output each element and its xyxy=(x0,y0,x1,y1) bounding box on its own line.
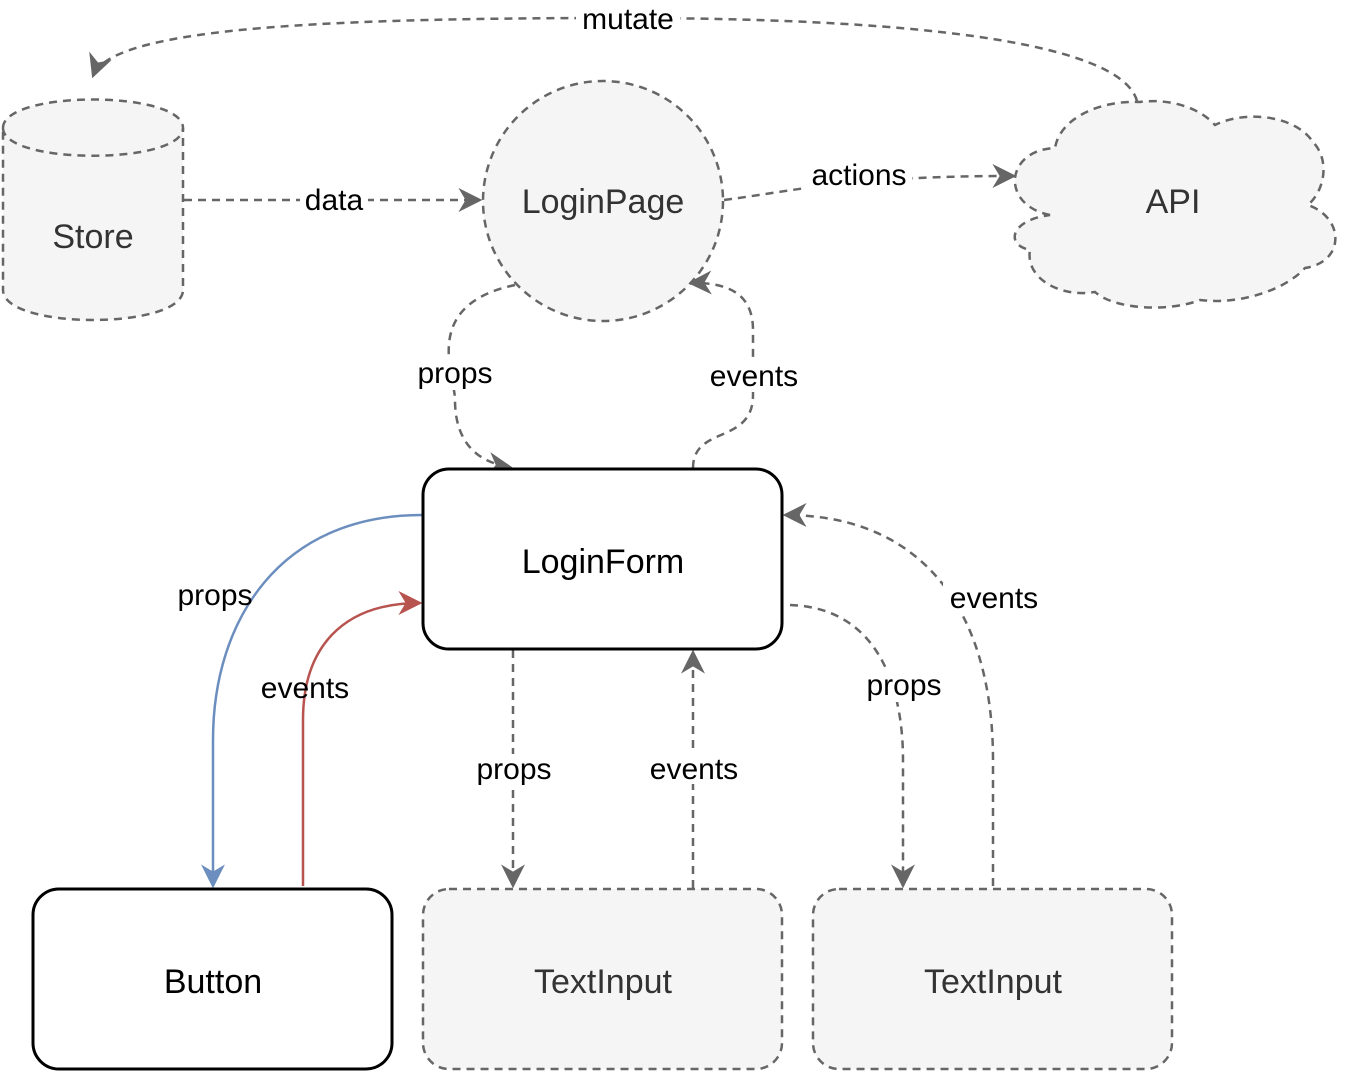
api-node[interactable]: API xyxy=(1013,99,1337,309)
edge-label-button-props: props xyxy=(177,579,252,612)
edge-label-input1-props: props xyxy=(476,753,551,786)
nodes: Store LoginPage API LoginForm Button Tex… xyxy=(1,79,1337,1071)
edge-label-mutate: mutate xyxy=(582,3,674,36)
button-label: Button xyxy=(164,963,262,1001)
edge-label-page-props: props xyxy=(417,357,492,390)
edge-label-button-events: events xyxy=(261,672,349,705)
input1-events-label-bg xyxy=(643,754,745,784)
mutate-label-bg xyxy=(576,4,680,34)
input2-props-label-bg xyxy=(861,670,947,702)
text-input-1-label: TextInput xyxy=(534,963,673,1001)
edge-label-data: data xyxy=(305,184,364,217)
text-input-2-box xyxy=(811,887,1174,1071)
edge-button-events xyxy=(301,591,423,886)
login-form-box xyxy=(421,467,784,651)
button-box xyxy=(31,887,394,1071)
edge-labels: mutate data actions props events props e… xyxy=(177,3,1045,786)
text-input-1-box xyxy=(421,887,784,1071)
edge-page-props xyxy=(447,283,516,476)
api-cloud-shape xyxy=(1013,99,1337,309)
store-node[interactable]: Store xyxy=(1,98,185,322)
actions-label-bg xyxy=(806,160,912,190)
text-input-2-label: TextInput xyxy=(924,963,1063,1001)
edge-label-input2-events: events xyxy=(950,582,1038,615)
edge-label-input1-events: events xyxy=(650,753,738,786)
text-input-1-node[interactable]: TextInput xyxy=(421,887,784,1071)
api-label: API xyxy=(1146,183,1201,221)
login-page-label: LoginPage xyxy=(522,183,685,221)
edge-input2-props xyxy=(789,603,915,889)
edge-label-actions: actions xyxy=(811,159,906,192)
login-page-node[interactable]: LoginPage xyxy=(481,79,725,323)
login-form-node[interactable]: LoginForm xyxy=(421,467,784,651)
page-events-label-bg xyxy=(703,362,805,392)
text-input-2-node[interactable]: TextInput xyxy=(811,887,1174,1071)
login-page-circle xyxy=(481,79,725,323)
input2-events-label-bg xyxy=(943,583,1045,613)
store-cylinder-rim xyxy=(1,127,185,157)
edge-page-events xyxy=(687,270,755,469)
store-label: Store xyxy=(52,218,133,256)
edge-label-input2-props: props xyxy=(866,669,941,702)
button-node[interactable]: Button xyxy=(31,887,394,1071)
store-cylinder-shape xyxy=(1,98,185,322)
page-props-label-bg xyxy=(412,358,498,390)
edge-button-props xyxy=(201,513,423,889)
edge-label-page-events: events xyxy=(710,360,798,393)
input1-props-label-bg xyxy=(471,754,557,786)
login-form-label: LoginForm xyxy=(522,543,685,581)
data-label-bg xyxy=(300,186,368,214)
